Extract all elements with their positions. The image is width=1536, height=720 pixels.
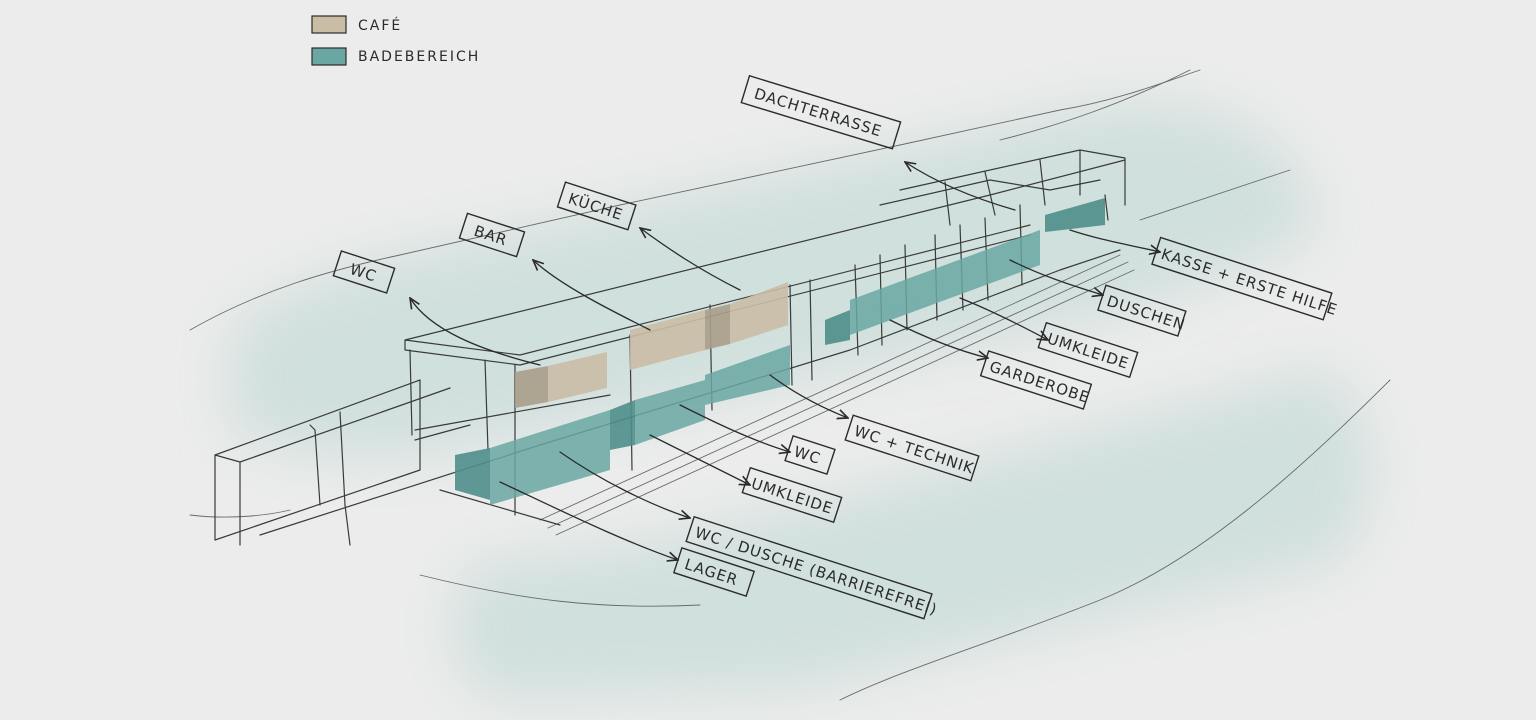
legend-swatch-bade (311, 47, 347, 66)
legend-swatch-cafe (311, 15, 347, 34)
label-dachterrasse: DACHTERRASSE (740, 74, 902, 150)
cafe-panel (705, 304, 730, 350)
bade-panel (705, 345, 790, 405)
cafe-panel (515, 366, 548, 408)
label-umkleide-right: UMKLEIDE (1037, 321, 1139, 379)
bade-panel (825, 310, 850, 345)
leader-arrows (410, 162, 1160, 560)
bade-panels (455, 198, 1105, 505)
bade-panel (490, 410, 610, 505)
water-wash (230, 104, 1373, 700)
cafe-panel (730, 282, 788, 344)
bade-panel (610, 400, 635, 450)
bade-panel (1045, 198, 1105, 232)
terrain-lines (189, 69, 1391, 701)
legend-label-bade: BADEBEREICH (358, 49, 480, 65)
cafe-panel (630, 310, 705, 370)
label-wc-technik: WC + TECHNIK (844, 414, 980, 482)
bade-panel (635, 380, 705, 445)
cafe-panel (548, 352, 607, 402)
label-wc-mid: WC (784, 434, 836, 476)
bade-panel (850, 230, 1040, 335)
legend-label-cafe: CAFÉ (358, 17, 402, 34)
bade-panel (455, 448, 490, 500)
legend: CAFÉ BADEBEREICH (311, 15, 480, 66)
cafe-panels (515, 282, 788, 408)
